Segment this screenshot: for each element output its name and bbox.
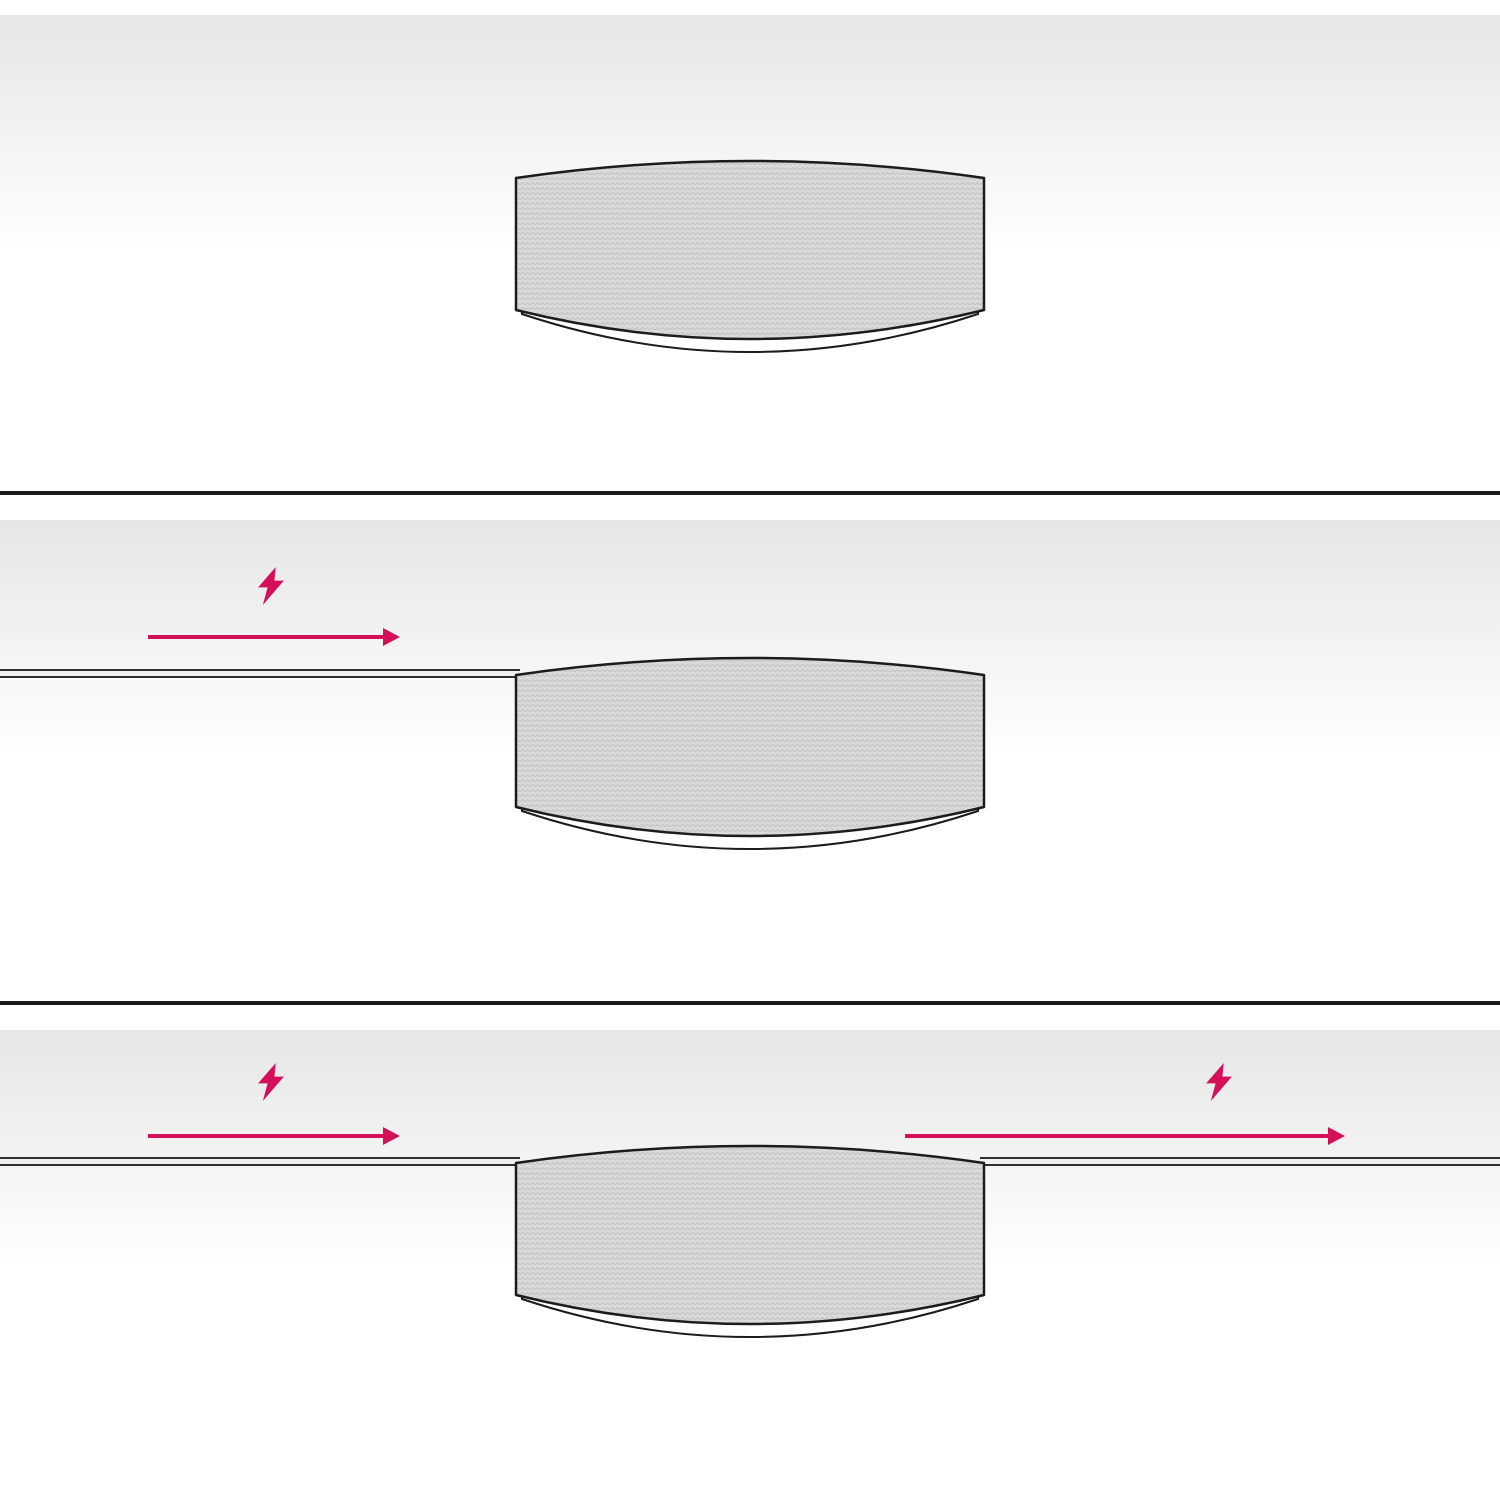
arrow-line xyxy=(148,1134,386,1138)
drum-lampshade xyxy=(514,656,986,851)
arrow-line xyxy=(905,1134,1331,1138)
power-flow-arrow-left xyxy=(148,1127,400,1145)
drum-lampshade xyxy=(514,1144,986,1339)
panel-lamp-no-power-feed xyxy=(0,0,1500,491)
lightning-bolt-icon xyxy=(1206,1063,1232,1101)
drum-lampshade xyxy=(514,159,986,354)
panel-lamp-power-feed-left xyxy=(0,495,1500,1001)
arrow-line xyxy=(148,635,386,639)
panel-lamp-power-feed-pass-through xyxy=(0,1005,1500,1500)
power-cable-left xyxy=(0,1157,520,1166)
power-cable-right xyxy=(980,1157,1500,1166)
arrow-head xyxy=(1328,1127,1345,1145)
lightning-bolt-icon xyxy=(258,1063,284,1101)
power-flow-arrow-left xyxy=(148,628,400,646)
power-flow-arrow-right xyxy=(905,1127,1345,1145)
panel-divider xyxy=(0,1001,1500,1005)
power-cable-left xyxy=(0,669,520,678)
arrow-head xyxy=(383,628,400,646)
lightning-bolt-icon xyxy=(258,567,284,605)
arrow-head xyxy=(383,1127,400,1145)
panel-divider xyxy=(0,491,1500,495)
